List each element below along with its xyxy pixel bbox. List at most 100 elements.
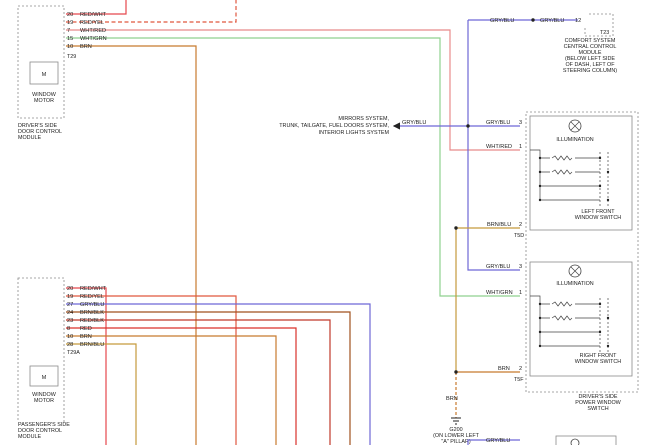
rs-label-2: WINDOW SWITCH	[575, 359, 622, 365]
passengers-motor-symbol: M	[42, 375, 47, 381]
comfort-module-outline	[584, 13, 614, 37]
drivers-module-label-1: DRIVER'S SIDE	[18, 123, 57, 129]
rs-illumination: ILLUMINATION	[556, 281, 593, 287]
rs-mechanical-link	[599, 298, 609, 352]
comfort-module: GRY/BLU GRY/BLU 12 T23 COMFORT SYSTEM CE…	[490, 13, 617, 74]
wire-brnblu-left-switch	[455, 227, 520, 372]
drivers-motor-box	[29, 61, 59, 85]
ground-label-2: (ON LOWER LEFT	[433, 433, 480, 439]
right-front-window-switch: GRY/BLU 3 WHT/GRN 1 BRN 2 T5F ILLUMINATI…	[486, 261, 633, 383]
rs-wire-3: BRN	[498, 366, 510, 372]
mirrors-wire: GRY/BLU	[402, 120, 426, 126]
passengers-module-label-3: MODULE	[18, 434, 41, 440]
rs-pin-2: 1	[519, 290, 522, 296]
left-switch-outline	[529, 115, 633, 231]
ls-pin-3: 2	[519, 222, 522, 228]
drv-pin-5: 10	[67, 44, 73, 50]
comfort-wire-left: GRY/BLU	[490, 18, 514, 24]
ground-icon	[451, 417, 461, 425]
drivers-motor-label-2: MOTOR	[34, 98, 54, 104]
lower-switch-outline	[555, 435, 617, 445]
drivers-module-outline	[17, 5, 65, 119]
comfort-pin: 12	[575, 18, 581, 24]
wire-drv-wht-red	[66, 29, 520, 151]
splice-comfort	[531, 18, 535, 22]
passengers-connector: T29A	[67, 350, 80, 356]
wire-pas-red-wht	[66, 287, 107, 445]
pas-pin-2: 19	[67, 294, 73, 300]
mirrors-label-3: INTERIOR LIGHTS SYSTEM	[319, 130, 390, 136]
rs-pin-1: 3	[519, 264, 522, 270]
drivers-door-module: M WINDOW MOTOR DRIVER'S SIDE DOOR CONTRO…	[17, 5, 107, 141]
pas-wire-7: BRN	[80, 334, 92, 340]
rs-contact-bus	[530, 295, 550, 347]
pas-wire-6: RED	[80, 326, 92, 332]
ls-wire-1: GRY/BLU	[486, 120, 510, 126]
splice-dots	[454, 18, 535, 374]
ground-wire: BRN	[446, 396, 458, 402]
passengers-motor-box	[29, 365, 59, 387]
passengers-motor-label-1: WINDOW	[32, 392, 57, 398]
pas-wire-2: RED/YEL	[80, 294, 104, 300]
power-window-label-2: POWER WINDOW	[575, 400, 621, 406]
wire-drv-red-yel	[66, 0, 237, 23]
wire-drv-red-wht	[66, 0, 127, 15]
ground-label-3: "A" PILLAR)	[441, 439, 470, 445]
lower-switch-wire	[467, 439, 520, 445]
ls-mechanical-link	[599, 152, 609, 206]
rs-wire-2: WHT/GRN	[486, 290, 513, 296]
wire-layer	[66, 0, 578, 445]
comfort-connector: T23	[600, 30, 609, 36]
pas-wire-4: BRN/BLK	[80, 310, 104, 316]
drv-pin-3: 7	[67, 28, 70, 34]
drv-wire-4: WHT/GRN	[80, 36, 107, 42]
drv-wire-3: WHT/RED	[80, 28, 106, 34]
drivers-connector: T29	[67, 54, 76, 60]
pas-wire-1: RED/WHT	[80, 286, 107, 292]
pas-wire-3: GRY/BLU	[80, 302, 104, 308]
ls-illumination: ILLUMINATION	[556, 137, 593, 143]
lower-switch-wire-label: GRY/BLU	[486, 438, 510, 444]
wire-drv-wht-grn	[66, 37, 520, 297]
left-front-window-switch: GRY/BLU 3 WHT/RED 1 BRN/BLU 2 T5D ILLUMI…	[486, 115, 633, 239]
comfort-label-1: COMFORT SYSTEM	[565, 38, 616, 44]
wire-pas-brn-blu	[66, 343, 137, 445]
splice-right-sw-brn	[454, 370, 458, 374]
ls-lamp-cross	[570, 121, 580, 131]
drivers-module-label-3: MODULE	[18, 135, 41, 141]
comfort-wire-right: GRY/BLU	[540, 18, 564, 24]
pas-pin-5: 23	[67, 318, 73, 324]
wire-pas-red-blk	[66, 319, 331, 445]
mirrors-system: MIRRORS SYSTEM, TRUNK, TAILGATE, FUEL DO…	[279, 116, 426, 136]
pas-pin-6: 8	[67, 326, 70, 332]
wire-gryblu-bus	[467, 20, 520, 271]
ls-contact-bus	[530, 149, 550, 201]
splice-mirrors	[466, 124, 470, 128]
ls-wire-2: WHT/RED	[486, 144, 512, 150]
drv-wire-1: RED/WHT	[80, 12, 107, 18]
drivers-motor-label-1: WINDOW	[32, 92, 57, 98]
wire-drv-brn	[66, 45, 197, 445]
pas-pin-8: 28	[67, 342, 73, 348]
lower-switch-partial: GRY/BLU	[467, 435, 617, 445]
ls-pin-2: 1	[519, 144, 522, 150]
drv-pin-4: 15	[67, 36, 73, 42]
ls-wire-3: BRN/BLU	[487, 222, 511, 228]
splice-left-sw-brnblu	[454, 226, 458, 230]
drv-wire-2: RED/YEL	[80, 20, 104, 26]
ls-contact-dots	[538, 156, 610, 202]
comfort-label-4: (BELOW LEFT SIDE	[565, 56, 615, 62]
comfort-label-6: STEERING COLUMN)	[563, 68, 617, 74]
ground-label-1: G200	[449, 427, 462, 433]
rs-lamp-icon	[568, 264, 582, 278]
rs-contacts	[550, 303, 600, 347]
mirrors-label-2: TRUNK, TAILGATE, FUEL DOORS SYSTEM,	[279, 123, 389, 129]
ls-label-2: WINDOW SWITCH	[575, 215, 622, 221]
comfort-label-5: OF DASH, LEFT OF	[565, 62, 615, 68]
lower-switch-lamp-icon	[570, 438, 580, 445]
wire-pas-red	[66, 327, 297, 445]
ls-resistors	[551, 155, 573, 175]
passengers-module-label-2: DOOR CONTROL	[18, 428, 62, 434]
drivers-module-label-2: DOOR CONTROL	[18, 129, 62, 135]
